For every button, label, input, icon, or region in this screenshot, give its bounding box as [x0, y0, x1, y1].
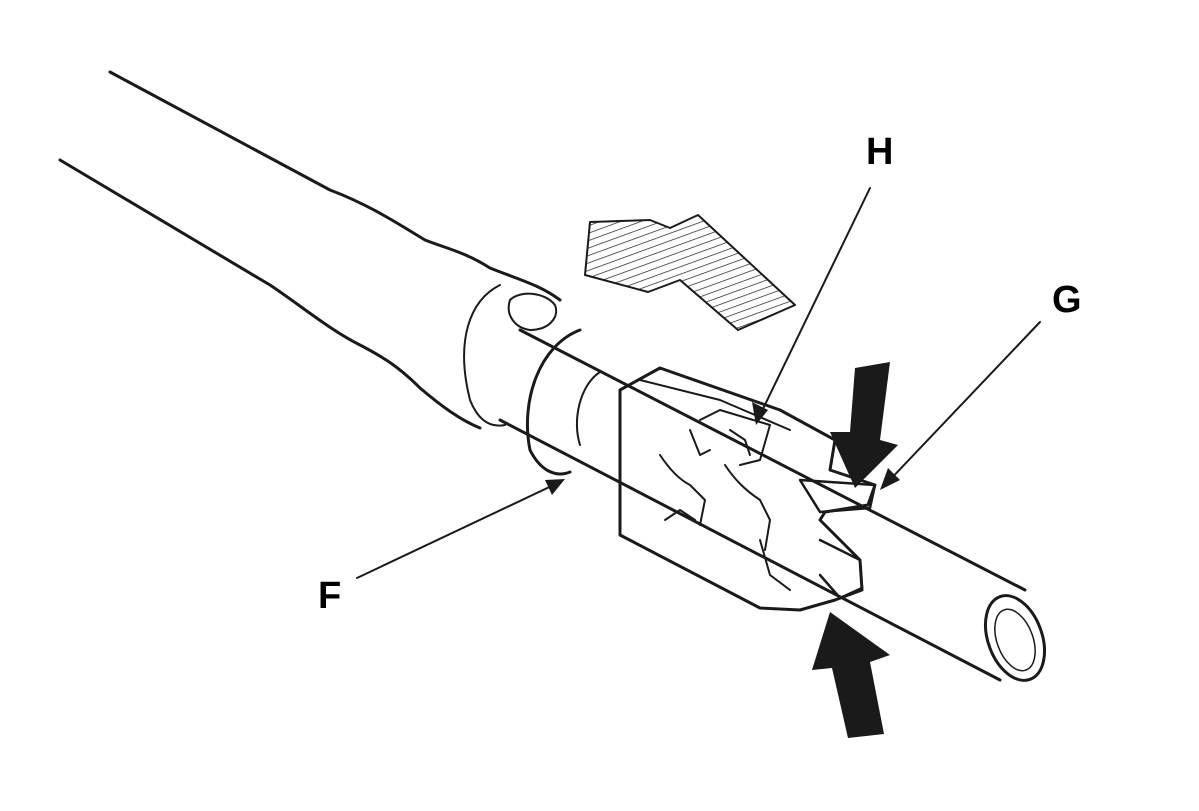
leader-line-g — [884, 321, 1041, 486]
leader-line-h — [759, 187, 871, 416]
press-arrow-icon — [812, 362, 898, 738]
metal-pipe — [498, 328, 1046, 682]
label-g: G — [1052, 279, 1082, 321]
hatched-arrow-icon — [584, 214, 796, 331]
leader-lines — [356, 187, 1041, 579]
rubber-hose — [58, 70, 562, 430]
label-h: H — [866, 131, 893, 173]
hose-clamp — [618, 366, 877, 612]
label-f: F — [318, 575, 341, 617]
leader-line-f — [356, 481, 561, 579]
